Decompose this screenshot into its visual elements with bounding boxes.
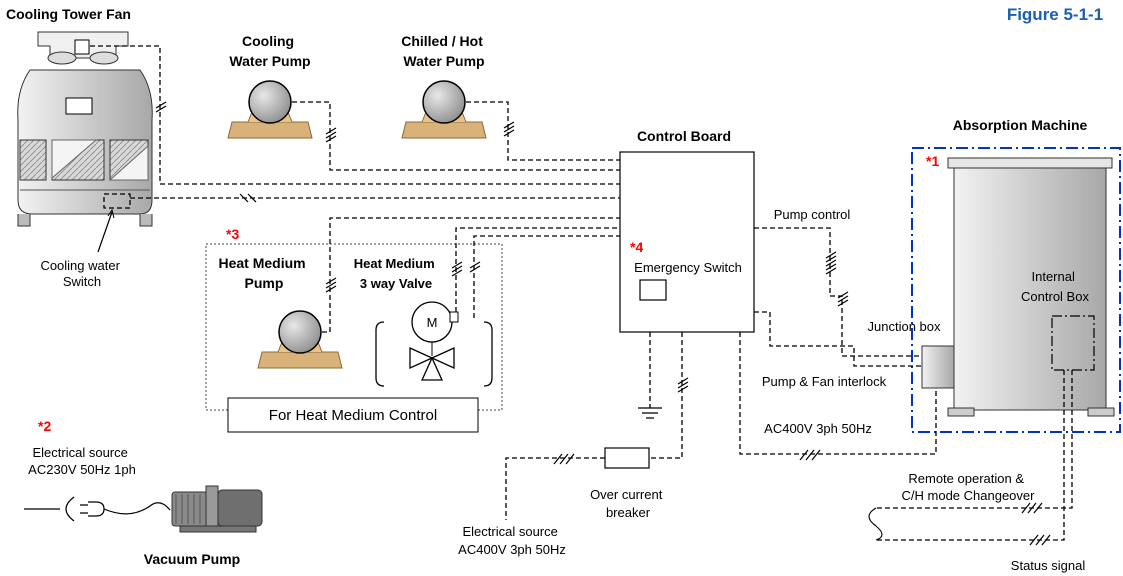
- heat-medium-control-box: [227, 397, 479, 433]
- chilled-hot-water-pump: [401, 80, 487, 139]
- electrical-source-230-label: Electrical source AC230V 50Hz 1ph: [28, 445, 136, 477]
- note-3: *3: [226, 226, 239, 242]
- heat-medium-pump-title: Heat Medium Pump: [218, 255, 309, 291]
- over-current-breaker: [604, 447, 650, 469]
- remote-operation-label: Remote operation & C/H mode Changeover: [902, 471, 1036, 503]
- power-outlet: [24, 496, 171, 522]
- status-signal-label: Status signal: [1011, 558, 1086, 573]
- figure-label: Figure 5-1-1: [1007, 5, 1103, 24]
- control-board: [619, 151, 755, 333]
- pump-control-label: Pump control: [774, 207, 851, 222]
- heat-medium-3-way-valve: [375, 301, 493, 387]
- electrical-source-400-label: Electrical source AC400V 3ph 50Hz: [458, 524, 566, 557]
- emergency-switch: [639, 279, 667, 301]
- cooling-tower-fan-title: Cooling Tower Fan: [6, 6, 131, 22]
- junction-box-label: Junction box: [868, 319, 941, 334]
- emergency-switch-label: Emergency Switch: [634, 260, 742, 275]
- note-1: *1: [926, 153, 939, 169]
- ground-symbol: [638, 332, 662, 419]
- pump-fan-interlock-label: Pump & Fan interlock: [762, 374, 887, 389]
- cooling-water-pump-title: Cooling Water Pump: [229, 33, 310, 69]
- ac400-machine-label: AC400V 3ph 50Hz: [764, 421, 872, 436]
- heat-medium-valve-title: Heat Medium 3 way Valve: [354, 256, 439, 291]
- internal-control-box-label: Internal Control Box: [1021, 269, 1089, 304]
- cooling-water-pump: [227, 80, 313, 139]
- cooling-tower: [17, 31, 153, 227]
- vacuum-pump: [171, 485, 263, 533]
- heat-medium-control-label: For Heat Medium Control: [269, 407, 437, 424]
- vacuum-pump-title: Vacuum Pump: [144, 551, 240, 567]
- junction-box: [921, 345, 955, 389]
- absorption-machine-boundary: [911, 147, 1121, 433]
- internal-control-box: [1051, 315, 1095, 371]
- over-current-breaker-label: Over current breaker: [590, 487, 666, 520]
- absorption-machine-title: Absorption Machine: [953, 117, 1088, 133]
- absorption-machine: [947, 157, 1115, 417]
- control-board-title: Control Board: [637, 128, 731, 144]
- note-2: *2: [38, 418, 51, 434]
- heat-medium-pump: [257, 310, 343, 369]
- chilled-hot-water-pump-title: Chilled / Hot Water Pump: [401, 33, 487, 69]
- note-4: *4: [630, 239, 643, 255]
- wiring: [90, 45, 1073, 541]
- wire-count-ticks: [155, 101, 1051, 546]
- valve-motor-letter: M: [427, 315, 438, 330]
- cooling-water-switch: [103, 193, 131, 209]
- cooling-water-switch-label: Cooling water Switch: [40, 258, 123, 289]
